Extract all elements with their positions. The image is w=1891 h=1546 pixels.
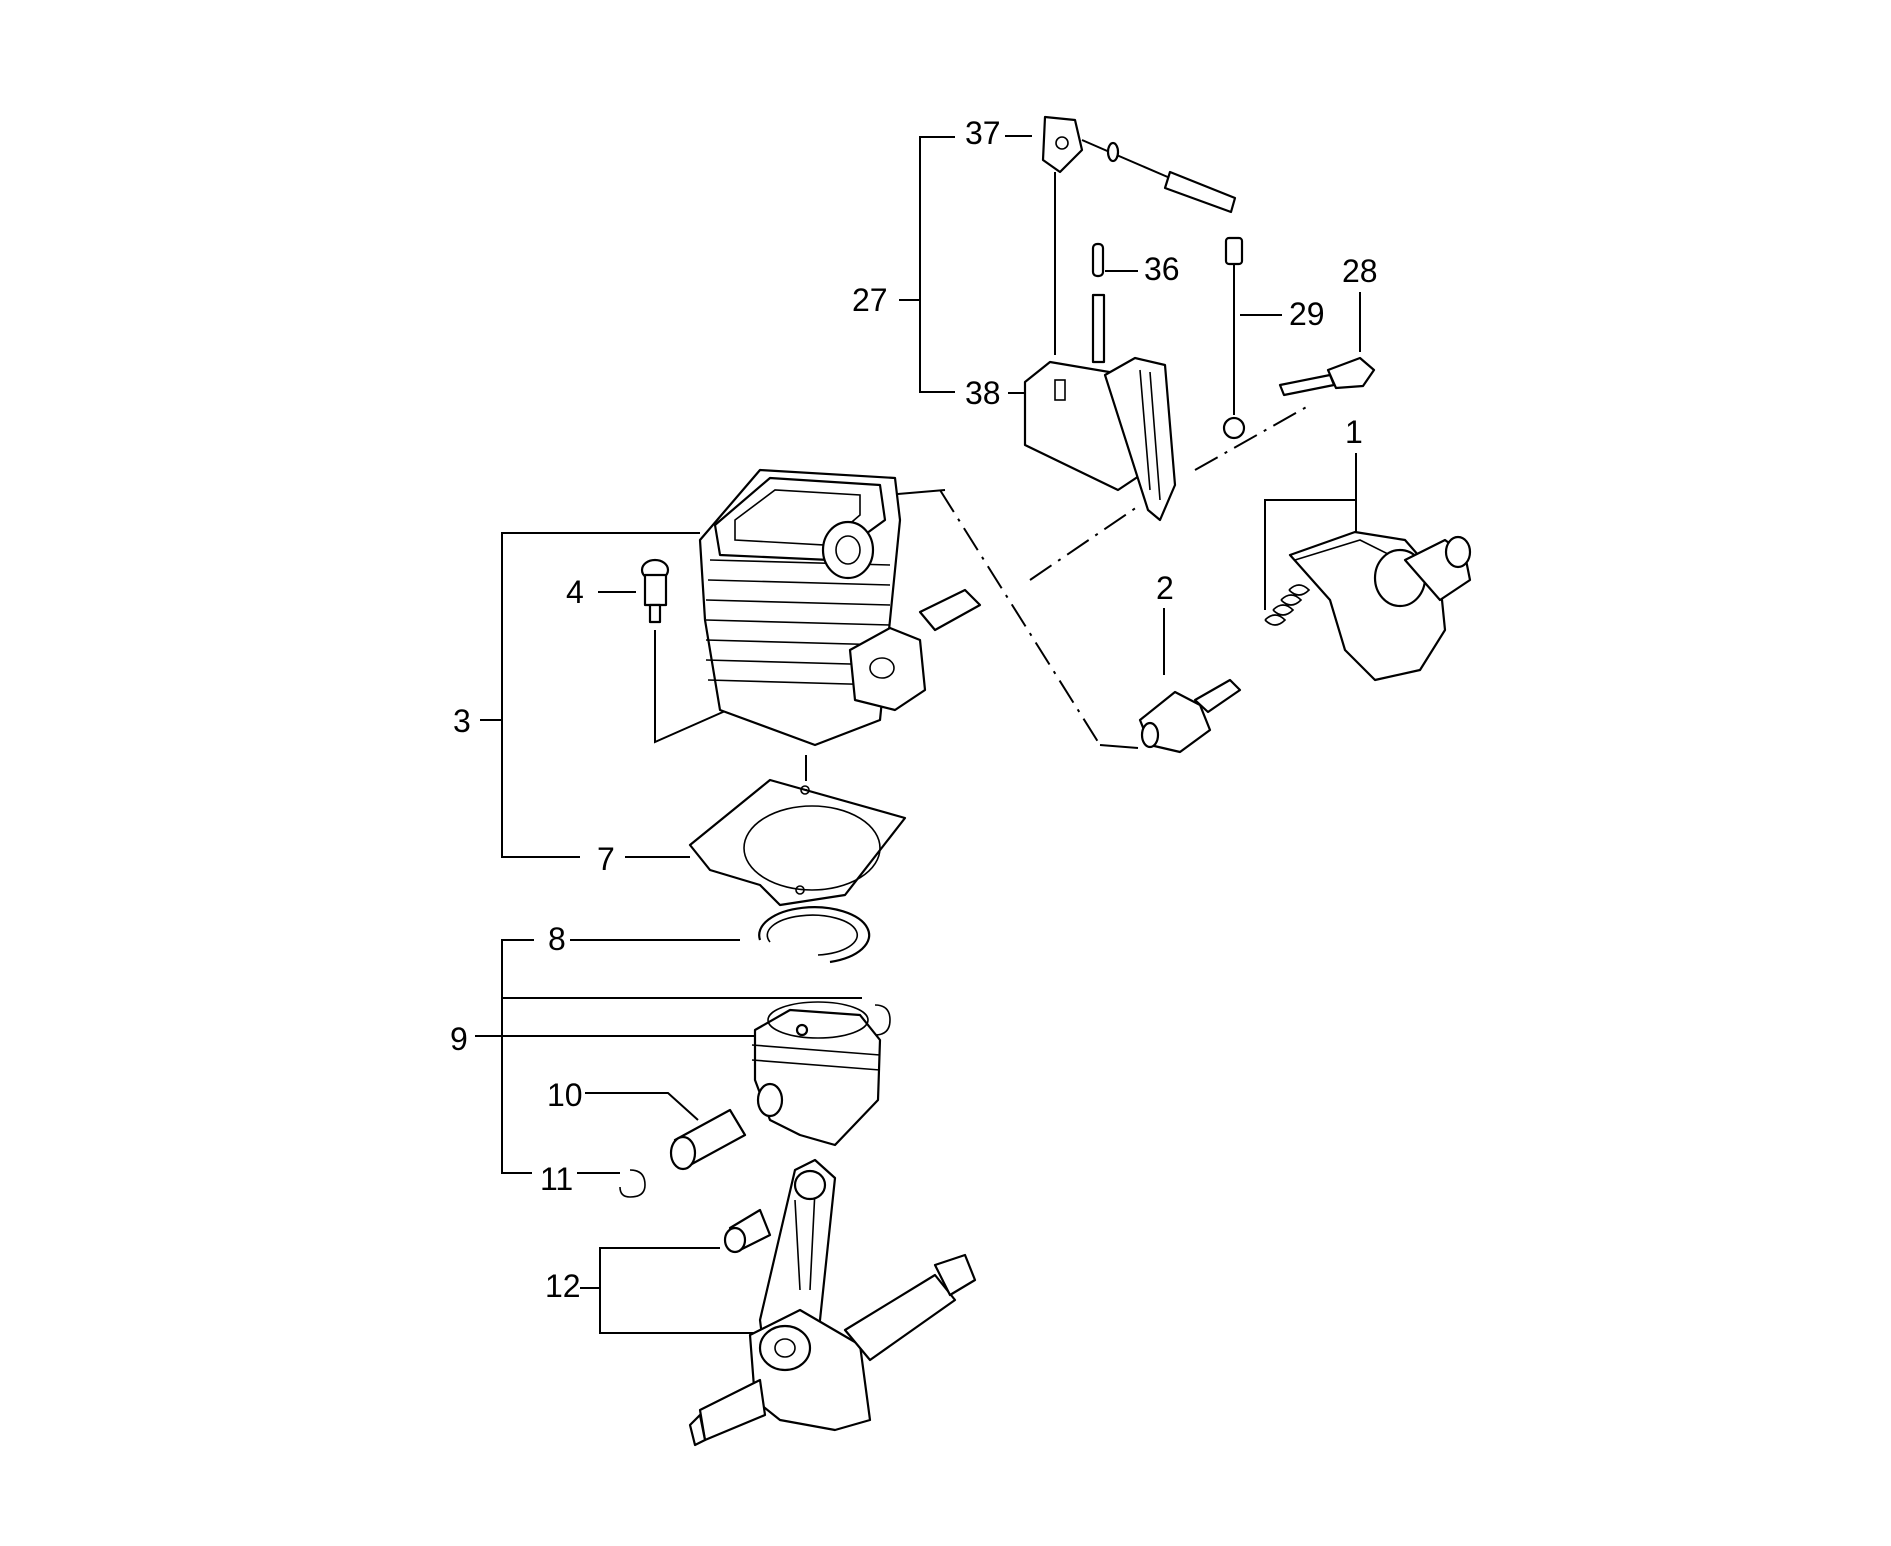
- label-7: 7: [597, 841, 615, 877]
- bracket-27: [899, 136, 955, 393]
- part-1-spring: [1264, 584, 1311, 626]
- part-4-screw: [640, 558, 670, 624]
- label-3: 3: [453, 703, 471, 739]
- label-10: 10: [547, 1077, 583, 1113]
- label-11: 11: [540, 1161, 573, 1197]
- part-37-terminal: [1041, 115, 1237, 355]
- part-7-gasket: [688, 778, 907, 907]
- part-38-muffler: [1023, 356, 1177, 522]
- label-38: 38: [965, 375, 1001, 411]
- bracket-12: [580, 1247, 760, 1334]
- part-12-crankshaft: [688, 1158, 977, 1447]
- label-27: 27: [852, 282, 888, 318]
- part-36-pin: [1091, 242, 1106, 364]
- part-11-clip-lower: [619, 1169, 646, 1198]
- bracket-3: [480, 532, 700, 858]
- centerline-bolt: [1194, 404, 1311, 471]
- label-12: 12: [545, 1268, 581, 1304]
- label-29: 29: [1289, 296, 1325, 332]
- part-28-bolt: [1278, 356, 1376, 397]
- label-4: 4: [566, 574, 584, 610]
- label-8: 8: [548, 921, 566, 957]
- part-3-cylinder: [698, 468, 982, 747]
- label-9: 9: [450, 1021, 468, 1057]
- label-1: 1: [1345, 414, 1363, 450]
- leader-10: [585, 1092, 699, 1121]
- label-2: 2: [1156, 570, 1174, 606]
- part-2-spark-plug: [1138, 678, 1242, 754]
- part-9-piston: [751, 1001, 882, 1147]
- part-10-wrist-pin: [669, 1108, 747, 1171]
- bracket-9: [475, 939, 862, 1174]
- part-1-cap-cover: [1288, 530, 1472, 682]
- label-28: 28: [1342, 253, 1378, 289]
- label-37: 37: [965, 115, 1001, 151]
- part-29-cable: [1222, 236, 1246, 440]
- part-8-ring: [758, 906, 871, 964]
- label-36: 36: [1144, 251, 1180, 287]
- bracket-1: [1264, 453, 1357, 610]
- centerline-muffler: [1029, 504, 1141, 581]
- centerline-plug-foot: [1099, 744, 1139, 749]
- centerline-plug: [939, 489, 1101, 746]
